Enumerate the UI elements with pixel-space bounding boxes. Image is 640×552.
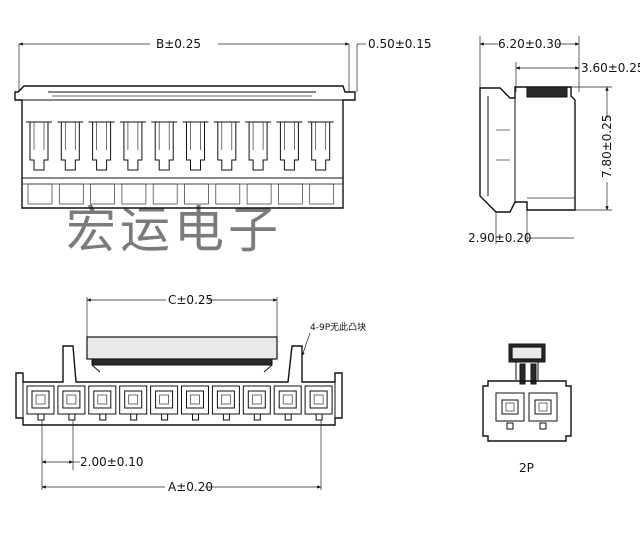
dim-step-label: 3.60±0.25 [581, 61, 640, 75]
side-latch-dark [526, 86, 568, 98]
top-housing-outline [14, 85, 356, 209]
side-view: 6.20±0.30 3.60±0.25 7.80±0.25 2.90±0.20 [468, 36, 640, 245]
dim-width-label: 6.20±0.30 [498, 37, 562, 51]
front-cavity [304, 385, 333, 421]
top-cavity [57, 121, 84, 205]
front-cavity [150, 385, 179, 421]
note-label: 4-9P无此凸块 [310, 321, 366, 333]
front-cavities [26, 385, 333, 421]
dim-a-label: A±0.20 [168, 480, 213, 494]
dim-height-label: 7.80±0.25 [600, 115, 614, 179]
front-cavity [26, 385, 55, 421]
side-body-outline [479, 86, 576, 213]
front-body-outline [15, 345, 343, 426]
small-body-outline [482, 380, 572, 442]
top-cavity [213, 121, 241, 205]
front-cavity [242, 385, 271, 421]
top-cavity [119, 121, 147, 205]
top-cavity [276, 121, 303, 205]
top-cavity [151, 121, 178, 205]
dim-c-label: C±0.25 [168, 293, 213, 307]
small-caption: 2P [519, 461, 534, 475]
top-view: B±0.25 0.50±0.15 [14, 37, 432, 209]
front-cavity [88, 385, 117, 421]
top-cavity [88, 121, 115, 205]
top-cavity [182, 121, 209, 205]
small-2p-view: 2P [482, 343, 572, 475]
top-cavity [307, 121, 335, 205]
front-latch-bar [86, 336, 278, 360]
top-cavities [26, 121, 335, 205]
dim-pitch-label: 2.00±0.10 [80, 455, 144, 469]
front-cavity [119, 385, 148, 421]
dim-b-label: B±0.25 [156, 37, 201, 51]
front-view: C±0.25 4-9P无此凸块 2.00±0.10 A±0.20 [15, 293, 366, 494]
top-cavity [245, 121, 272, 205]
watermark: 宏运电子 [66, 201, 282, 259]
front-cavity [181, 385, 209, 421]
front-cavity [273, 385, 302, 421]
top-cavity [26, 121, 53, 205]
front-cavity [57, 385, 86, 421]
front-cavity [211, 385, 240, 421]
dim-edge-label: 0.50±0.15 [368, 37, 432, 51]
dim-foot-label: 2.90±0.20 [468, 231, 532, 245]
